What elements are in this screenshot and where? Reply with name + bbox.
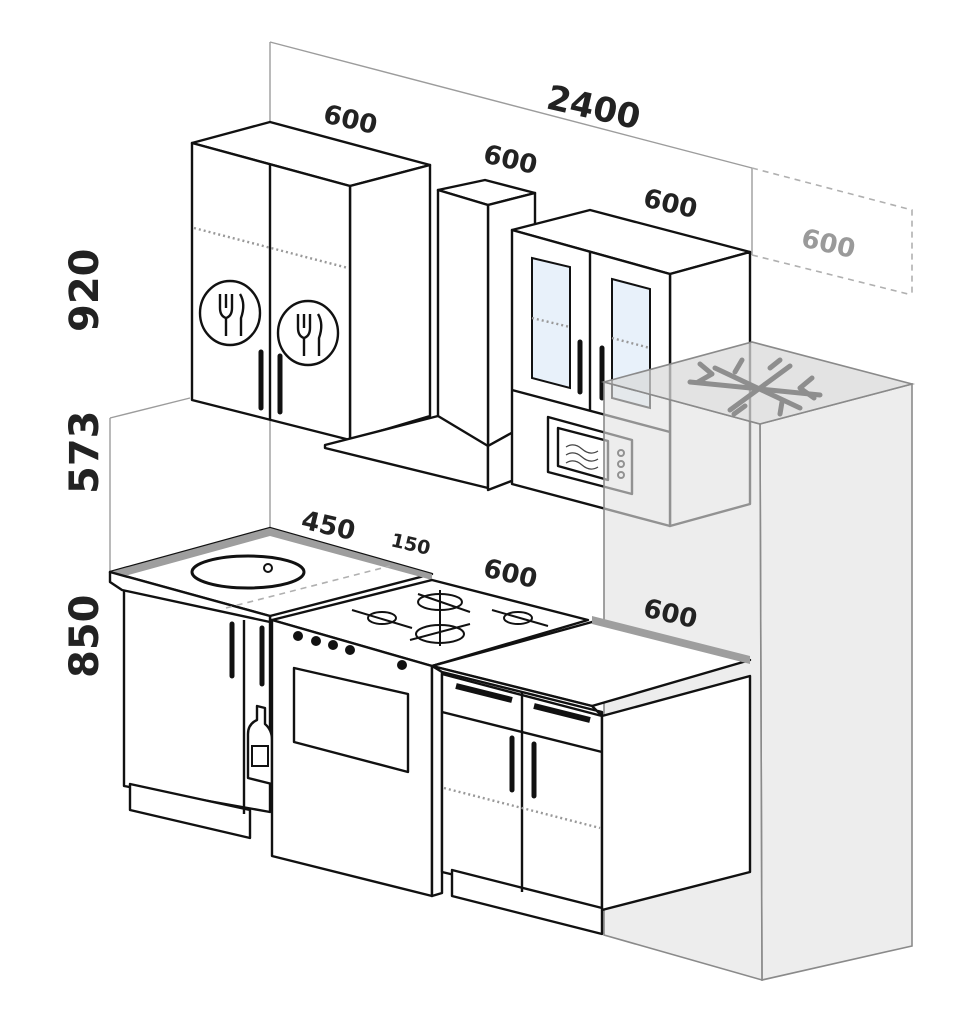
fridge-top-ghost: [751, 167, 913, 296]
fork-knife-icon: [198, 279, 262, 347]
sink-icon: [190, 554, 306, 590]
dim-base-height: 850: [62, 595, 108, 679]
dim-fridge-top: 600: [798, 224, 858, 265]
stove: [270, 578, 590, 898]
dim-bottle-rack: 150: [389, 529, 433, 559]
dim-total-width: 2400: [543, 78, 644, 138]
bottle-icon: [246, 704, 274, 786]
dim-upper-left: 600: [320, 100, 380, 141]
base-cabinet-right: [430, 616, 752, 936]
wall-guides: [109, 41, 753, 572]
dim-upper-right: 600: [640, 184, 700, 225]
upper-left-cabinet: [190, 120, 432, 442]
fork-knife-icon: [276, 299, 340, 367]
snowflake-icon: [687, 357, 823, 417]
dim-stove-width: 600: [480, 554, 540, 595]
base-cabinet-sink: [108, 526, 434, 840]
dim-hood: 600: [480, 140, 540, 181]
dim-upper-height: 920: [62, 249, 108, 333]
gas-burner-icon: [351, 590, 549, 646]
dim-backsplash-height: 573: [62, 411, 108, 495]
dimension-labels: 2400 600 600 600 600 920 573 850 450 150…: [62, 78, 858, 678]
